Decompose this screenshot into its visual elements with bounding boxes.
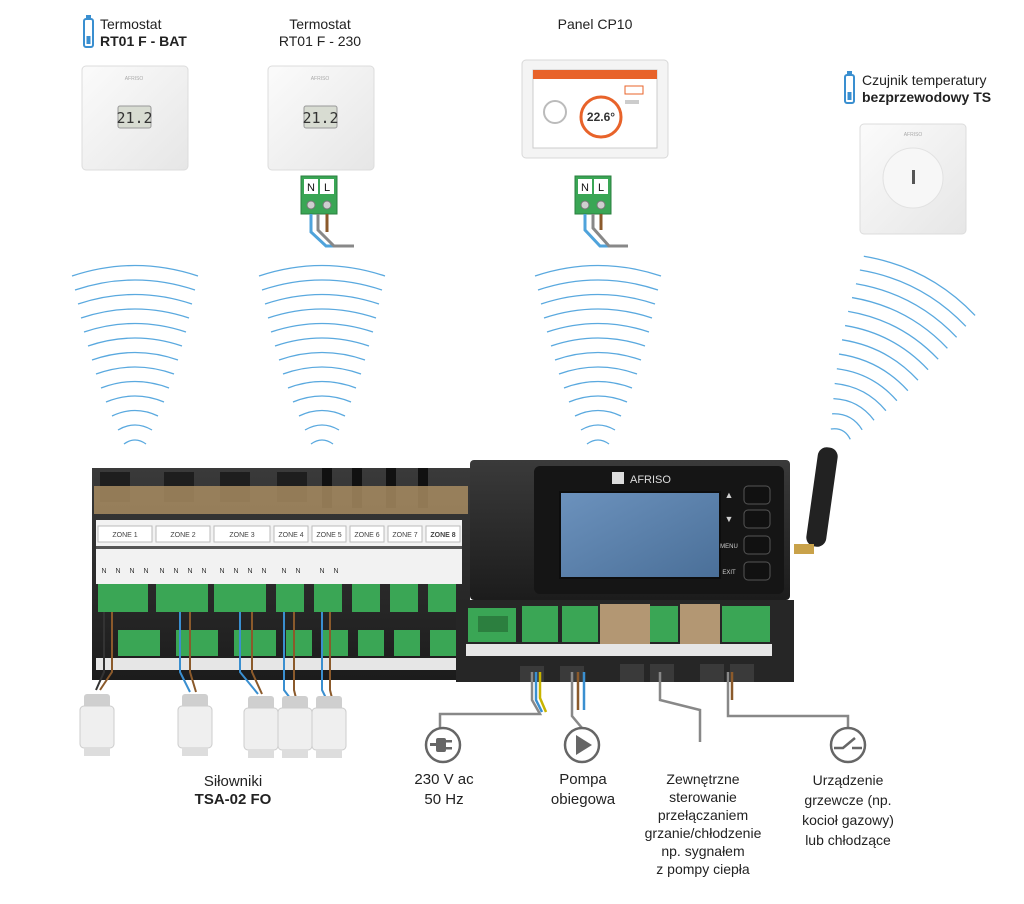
thermostat-bat-model: RT01 F - BAT (100, 33, 187, 49)
svg-text:N: N (247, 568, 252, 575)
wireless-signal-icon (830, 255, 976, 440)
zone-label: ZONE 7 (392, 532, 417, 539)
svg-text:▲: ▲ (725, 490, 734, 500)
zone-label: ZONE 2 (170, 532, 195, 539)
controller-brand: AFRISO (630, 474, 671, 486)
ts-sensor-model: bezprzewodowy TS (862, 89, 992, 105)
controller-zone-module (92, 468, 470, 680)
thermostat-bat-title: Termostat (100, 16, 162, 32)
up-button[interactable] (743, 485, 771, 505)
ts-sensor-label: Czujnik temperatury bezprzewodowy TS (862, 72, 1012, 106)
svg-text:N: N (333, 568, 338, 575)
zone-label: ZONE 8 (430, 532, 455, 539)
actuators-label-line1: Siłowniki (203, 773, 263, 790)
terminal-letters: N N N N N N N N N N N N N N N N (101, 568, 338, 575)
pump-icon (563, 726, 601, 764)
cp10-device: 22.6° (521, 59, 669, 159)
thermostat-230-model: RT01 F - 230 (278, 33, 362, 49)
switch-icon (829, 726, 867, 764)
svg-text:N: N (129, 568, 134, 575)
svg-text:EXIT: EXIT (722, 570, 736, 576)
svg-text:N: N (101, 568, 106, 575)
cp10-terminal: N L (574, 175, 628, 248)
output-wires (438, 672, 850, 742)
wireless-signal-icon (71, 264, 199, 445)
heater-label: Urządzenie grzewcze (np. kocioł gazowy) … (802, 772, 894, 848)
cp10-display: 22.6° (587, 110, 615, 124)
controller-screen (559, 491, 721, 579)
svg-text:N: N (201, 568, 206, 575)
actuators-label: Siłowniki TSA-02 FO (168, 773, 298, 809)
svg-text:N: N (233, 568, 238, 575)
svg-text:AFRISO: AFRISO (311, 76, 330, 82)
svg-text:L: L (598, 182, 604, 194)
svg-text:N: N (187, 568, 192, 575)
svg-text:L: L (324, 182, 330, 194)
power-plug-icon (424, 726, 462, 764)
svg-text:N: N (319, 568, 324, 575)
thermostat-230-label: Termostat RT01 F - 230 (265, 16, 375, 50)
external-control-label: Zewnętrzne sterowanie przełączaniem grza… (644, 771, 762, 877)
thermostat-bat-display: 21.2 (116, 109, 152, 127)
antenna (794, 447, 838, 554)
menu-button[interactable] (743, 535, 771, 555)
battery-icon (844, 71, 855, 104)
ts-sensor-device: AFRISO (859, 123, 967, 235)
thermostat-bat-label: Termostat RT01 F - BAT (100, 16, 220, 50)
svg-text:▼: ▼ (725, 514, 734, 524)
zone-label: ZONE 6 (354, 532, 379, 539)
actuator (177, 694, 213, 756)
thermostat-230-terminal: N L (300, 175, 354, 248)
svg-text:N: N (581, 182, 589, 194)
power-label: 230 V ac 50 Hz (414, 771, 474, 808)
thermostat-230-device: 21.2 AFRISO (267, 65, 375, 171)
battery-icon (83, 15, 94, 48)
thermostat-230-title: Termostat (289, 16, 351, 32)
thermostat-230-display: 21.2 (302, 109, 338, 127)
zone-label: ZONE 3 (229, 532, 254, 539)
thermostat-bat-device: 21.2 AFRISO (81, 65, 189, 171)
wireless-signal-icon (534, 264, 662, 445)
pump-label: Pompa obiegowa (550, 771, 616, 808)
svg-text:N: N (219, 568, 224, 575)
svg-text:N: N (307, 182, 315, 194)
actuator (79, 694, 115, 756)
zone-label: ZONE 5 (316, 532, 341, 539)
exit-button[interactable] (743, 561, 771, 581)
zone-label: ZONE 4 (278, 532, 303, 539)
svg-text:N: N (115, 568, 120, 575)
svg-text:MENU: MENU (720, 544, 738, 550)
ts-sensor-title: Czujnik temperatury (862, 72, 987, 88)
svg-text:N: N (295, 568, 300, 575)
svg-text:N: N (173, 568, 178, 575)
actuator (243, 696, 279, 758)
svg-text:N: N (159, 568, 164, 575)
svg-text:N: N (261, 568, 266, 575)
zone-label: ZONE 1 (112, 532, 137, 539)
controller-main-module: AFRISO ▲ ▼ MENU EXIT (456, 460, 794, 682)
zone-labels: ZONE 1 ZONE 2 ZONE 3 ZONE 4 ZONE 5 ZONE … (97, 525, 461, 543)
cp10-title: Panel CP10 (557, 16, 633, 32)
actuators-label-line2: TSA-02 FO (194, 791, 272, 808)
svg-text:AFRISO: AFRISO (125, 76, 144, 82)
svg-text:AFRISO: AFRISO (904, 132, 923, 138)
cp10-label: Panel CP10 (540, 16, 650, 33)
svg-text:N: N (281, 568, 286, 575)
actuator (277, 696, 313, 758)
down-button[interactable] (743, 509, 771, 529)
actuator-wires (95, 612, 333, 699)
svg-text:N: N (143, 568, 148, 575)
actuator (311, 696, 347, 758)
wireless-signal-icon (258, 264, 386, 445)
